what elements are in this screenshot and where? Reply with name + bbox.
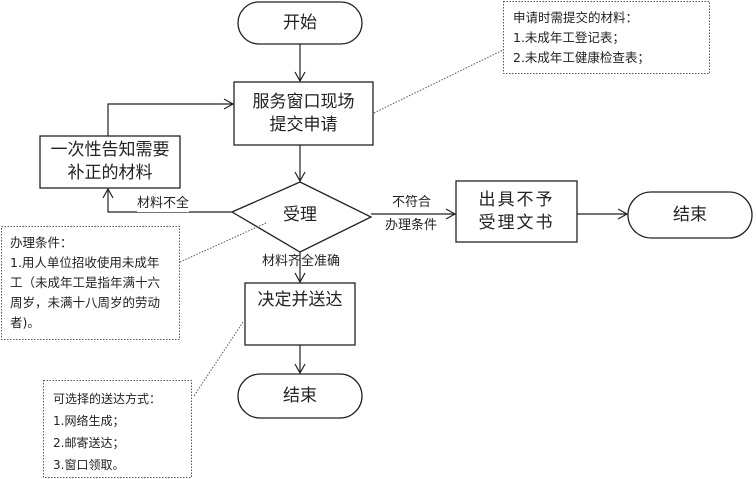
delivery-note-border <box>43 380 192 478</box>
submit-label: 服务窗口现场提交申请 <box>252 91 355 135</box>
conditions-note-border <box>1 226 180 340</box>
end-bottom-label: 结束 <box>283 385 317 406</box>
materials-note: 申请时需提交的材料： 1.未成年工登记表； 2.未成年工健康检查表； <box>505 4 709 72</box>
materials-note-border <box>503 1 710 74</box>
edge-label-not-qualified-1: 不符合 <box>392 195 432 210</box>
correction-label: 一次性告知需要补正的材料 <box>50 140 170 183</box>
accept-label: 受理 <box>283 204 317 225</box>
decide-label: 决定并送达 <box>257 289 343 310</box>
connector-conditions-note <box>179 222 267 263</box>
conditions-note-body: 1.用人单位招收使用未成年工（未成年工是指年满十六周岁，未满十八周岁的劳动者)。 <box>10 255 161 330</box>
correction-box <box>39 135 181 189</box>
delivery-note-title: 可选择的送达方式： <box>53 392 162 406</box>
delivery-note-item: 2.邮寄送达； <box>53 436 125 450</box>
connector-delivery-note <box>193 321 244 397</box>
arrow-accept-correction <box>102 187 232 213</box>
reject-box <box>455 180 578 243</box>
delivery-note: 可选择的送达方式： 1.网络生成； 2.邮寄送达； 3.窗口领取。 <box>45 384 191 479</box>
end-right-label: 结束 <box>673 204 707 225</box>
arrow-correction-submit <box>107 98 235 136</box>
conditions-note: 办理条件： 1.用人单位招收使用未成年工（未成年工是指年满十六周岁，未满十八周岁… <box>2 229 179 337</box>
edge-label-incomplete: 材料不全 <box>137 196 190 212</box>
materials-note-title: 申请时需提交的材料： <box>513 10 639 25</box>
start-label: 开始 <box>283 12 317 33</box>
connector-materials-note <box>373 49 504 114</box>
materials-note-item: 2.未成年工健康检查表； <box>513 50 650 65</box>
delivery-note-item: 1.网络生成； <box>53 414 125 428</box>
submit-box <box>233 81 374 146</box>
delivery-note-item: 3.窗口领取。 <box>53 458 125 472</box>
edge-label-complete: 材料齐全准确 <box>262 254 341 269</box>
reject-label: 出具不予受理文书 <box>478 189 555 233</box>
conditions-note-title: 办理条件： <box>10 235 73 250</box>
edge-label-not-qualified-2: 办理条件 <box>385 218 438 234</box>
materials-note-item: 1.未成年工登记表； <box>513 30 625 45</box>
